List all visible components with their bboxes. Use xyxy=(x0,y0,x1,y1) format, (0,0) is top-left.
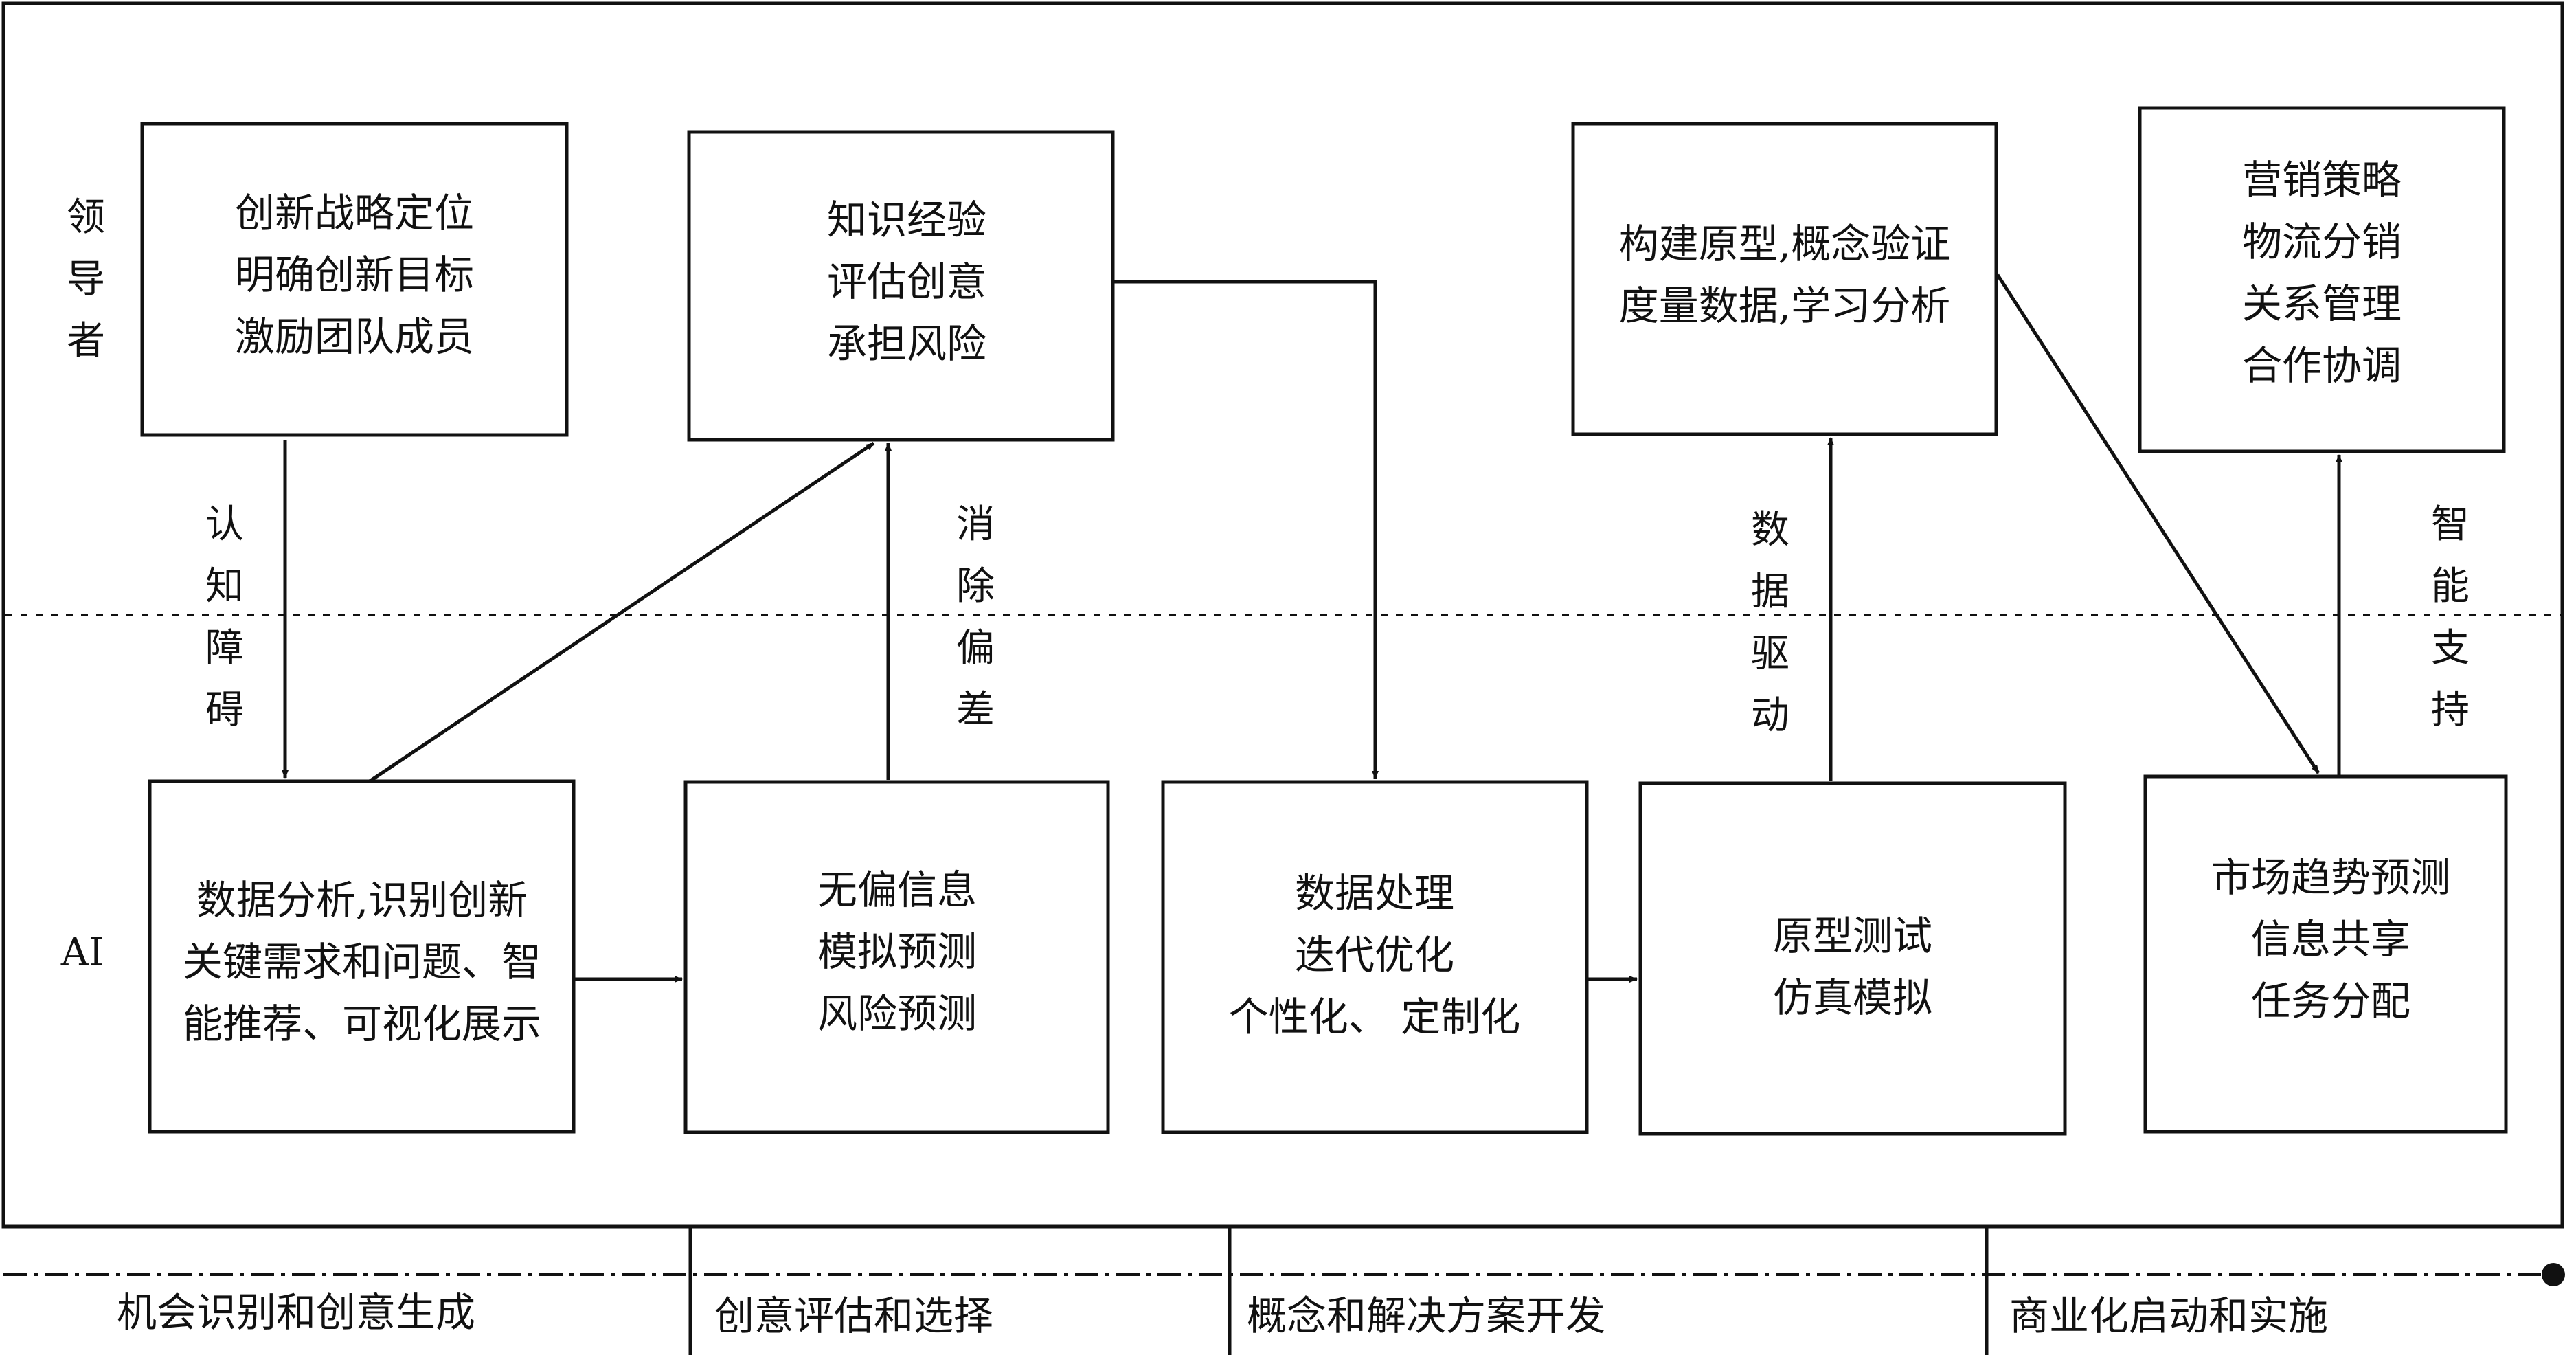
label-smart-support: 智 能 支 持 xyxy=(2431,502,2470,732)
svg-text:领: 领 xyxy=(67,195,105,240)
svg-text:模拟预测: 模拟预测 xyxy=(817,928,977,975)
box-unbiased-info: 无偏信息 模拟预测 风险预测 xyxy=(683,780,1110,1134)
svg-text:构建原型,概念验证: 构建原型,概念验证 xyxy=(1619,221,1950,267)
svg-text:障: 障 xyxy=(205,626,244,671)
label-cognitive-barrier: 认 知 障 碍 xyxy=(205,502,244,732)
leader-label: 领 导 者 xyxy=(67,195,105,363)
svg-text:者: 者 xyxy=(67,319,105,363)
svg-text:度量数据,学习分析: 度量数据,学习分析 xyxy=(1619,282,1950,329)
svg-text:支: 支 xyxy=(2431,626,2470,671)
svg-text:差: 差 xyxy=(956,688,995,732)
svg-text:数据分析,识别创新: 数据分析,识别创新 xyxy=(196,877,528,923)
arrow-validation-to-forecast xyxy=(1996,273,2320,774)
svg-text:持: 持 xyxy=(2431,688,2470,732)
svg-text:偏: 偏 xyxy=(956,626,995,671)
box-prototype-validation: 构建原型,概念验证 度量数据,学习分析 xyxy=(1571,122,1998,436)
svg-text:数据处理: 数据处理 xyxy=(1295,870,1454,917)
svg-text:动: 动 xyxy=(1751,693,1789,738)
svg-text:激励团队成员: 激励团队成员 xyxy=(235,313,474,360)
label-data-driven: 数 据 驱 动 xyxy=(1751,508,1789,738)
svg-text:关键需求和问题、智: 关键需求和问题、智 xyxy=(183,939,541,985)
box-marketing: 营销策略 物流分销 关系管理 合作协调 xyxy=(2138,106,2506,453)
svg-text:迭代优化: 迭代优化 xyxy=(1295,932,1454,978)
svg-text:原型测试: 原型测试 xyxy=(1773,912,1932,959)
svg-text:仿真模拟: 仿真模拟 xyxy=(1773,974,1932,1021)
svg-text:无偏信息: 无偏信息 xyxy=(817,866,977,913)
svg-text:驱: 驱 xyxy=(1751,631,1789,676)
svg-text:知: 知 xyxy=(205,564,244,609)
svg-text:数: 数 xyxy=(1751,508,1789,552)
svg-text:碍: 碍 xyxy=(205,688,244,732)
svg-text:据: 据 xyxy=(1751,570,1789,614)
svg-text:除: 除 xyxy=(956,564,995,609)
svg-text:创新战略定位: 创新战略定位 xyxy=(235,190,474,236)
phase-concept-development: 概念和解决方案开发 xyxy=(1247,1292,1605,1339)
svg-text:信息共享: 信息共享 xyxy=(2251,916,2410,963)
svg-text:智: 智 xyxy=(2431,502,2470,547)
svg-text:风险预测: 风险预测 xyxy=(817,990,977,1037)
svg-text:物流分销: 物流分销 xyxy=(2242,219,2402,265)
svg-text:能: 能 xyxy=(2431,564,2470,609)
label-eliminate-bias: 消 除 偏 差 xyxy=(956,502,995,732)
svg-text:营销策略: 营销策略 xyxy=(2242,157,2402,203)
svg-text:承担风险: 承担风险 xyxy=(827,320,986,367)
arrow-knowledge-to-processing xyxy=(1114,280,1379,779)
box-knowledge-experience: 知识经验 评估创意 承担风险 xyxy=(687,130,1115,442)
svg-text:任务分配: 任务分配 xyxy=(2251,978,2410,1024)
svg-text:认: 认 xyxy=(205,502,244,547)
box-data-processing: 数据处理 迭代优化 个性化、 定制化 xyxy=(1161,780,1589,1134)
phase-commercialization: 商业化启动和实施 xyxy=(2009,1292,2328,1339)
box-prototype-testing: 原型测试 仿真模拟 xyxy=(1638,781,2067,1136)
svg-text:市场趋势预测: 市场趋势预测 xyxy=(2211,854,2450,901)
outer-frame xyxy=(1,1,2564,1229)
svg-text:能推荐、可视化展示: 能推荐、可视化展示 xyxy=(183,1000,541,1047)
svg-text:合作协调: 合作协调 xyxy=(2242,342,2402,389)
svg-text:评估创意: 评估创意 xyxy=(827,258,986,305)
svg-text:知识经验: 知识经验 xyxy=(827,197,986,243)
box-innovation-strategy: 创新战略定位 明确创新目标 激励团队成员 xyxy=(140,122,569,437)
svg-text:明确创新目标: 明确创新目标 xyxy=(235,251,474,298)
svg-text:消: 消 xyxy=(956,502,995,547)
arrow-analysis-to-knowledge xyxy=(368,441,875,783)
box-market-forecast: 市场趋势预测 信息共享 任务分配 xyxy=(2143,774,2508,1134)
svg-text:关系管理: 关系管理 xyxy=(2242,280,2402,327)
ai-label: AI xyxy=(60,930,104,975)
box-data-analysis: 数据分析,识别创新 关键需求和问题、智 能推荐、可视化展示 xyxy=(148,779,576,1134)
phase-idea-evaluation: 创意评估和选择 xyxy=(714,1292,993,1339)
svg-text:导: 导 xyxy=(67,257,105,302)
svg-text:个性化、 定制化: 个性化、 定制化 xyxy=(1229,994,1520,1040)
phase-opportunity-identification: 机会识别和创意生成 xyxy=(117,1289,475,1336)
timeline-end-dot xyxy=(2542,1263,2565,1286)
